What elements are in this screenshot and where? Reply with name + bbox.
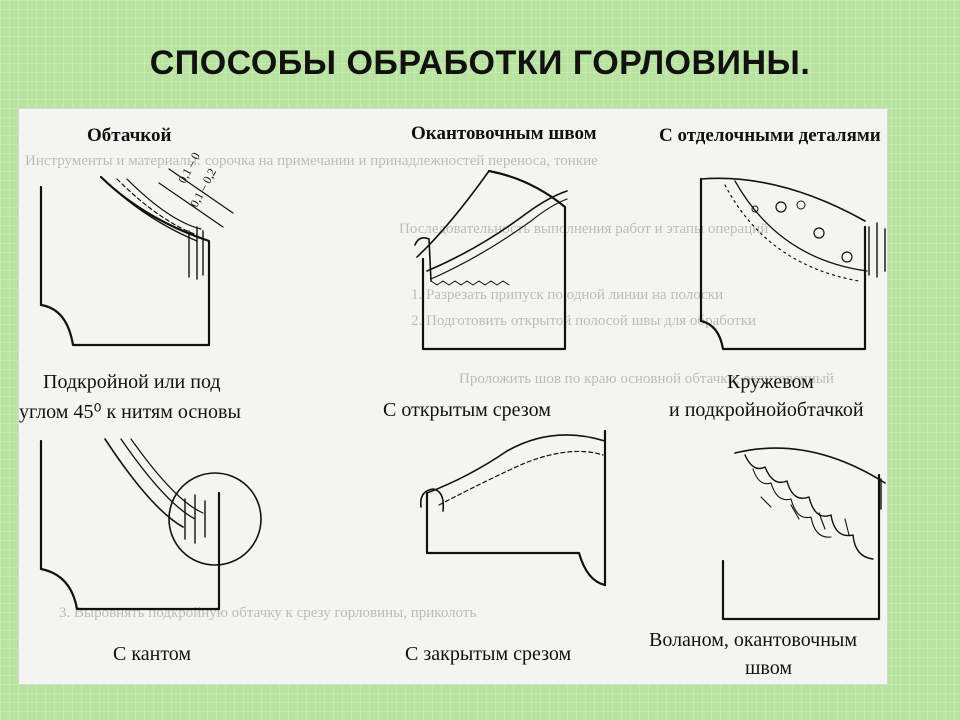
- caption-frill-line1: Воланом, окантовочным: [649, 629, 858, 651]
- caption-lace-line1: Кружевом: [727, 371, 814, 393]
- caption-frill-line2: швом: [745, 657, 792, 679]
- drawing-facing: [39, 168, 234, 347]
- header-facing: Обтачкой: [87, 125, 172, 146]
- bg-text-line: 2. Подготовить открытой полосой швы для …: [411, 313, 757, 329]
- drawing-binding: [414, 169, 568, 351]
- caption-bias-line2: углом 45⁰ к нитям основы: [19, 401, 241, 423]
- header-binding: Окантовочным швом: [411, 123, 597, 144]
- bg-text-line: Последовательность выполнения работ и эт…: [399, 221, 769, 237]
- caption-bias-line1: Подкройной или под: [43, 371, 221, 393]
- slide-title: СПОСОБЫ ОБРАБОТКИ ГОРЛОВИНЫ.: [149, 44, 811, 82]
- bg-text-line: 1. Разрезать припуск по одной линии на п…: [411, 287, 724, 303]
- caption-piping: С кантом: [113, 643, 192, 665]
- drawing-trim: [699, 177, 886, 351]
- caption-lace-line2: и подкройнойобтачкой: [669, 399, 864, 421]
- drawing-open-edge: [419, 429, 607, 587]
- header-trim: С отделочными деталями: [659, 125, 881, 146]
- bg-text-line: Проложить шов по краю основной обтачки, …: [459, 371, 834, 387]
- caption-open-edge: С открытым срезом: [383, 399, 551, 421]
- diagram-plate: Инструменты и материалы: сорочка на прим…: [18, 108, 888, 685]
- bg-text-line: Инструменты и материалы: сорочка на прим…: [25, 153, 598, 169]
- drawing-frill: [721, 447, 886, 621]
- neckline-drawings: [39, 168, 886, 621]
- drawing-piping: [39, 438, 262, 611]
- caption-closed-edge: С закрытым срезом: [405, 643, 572, 665]
